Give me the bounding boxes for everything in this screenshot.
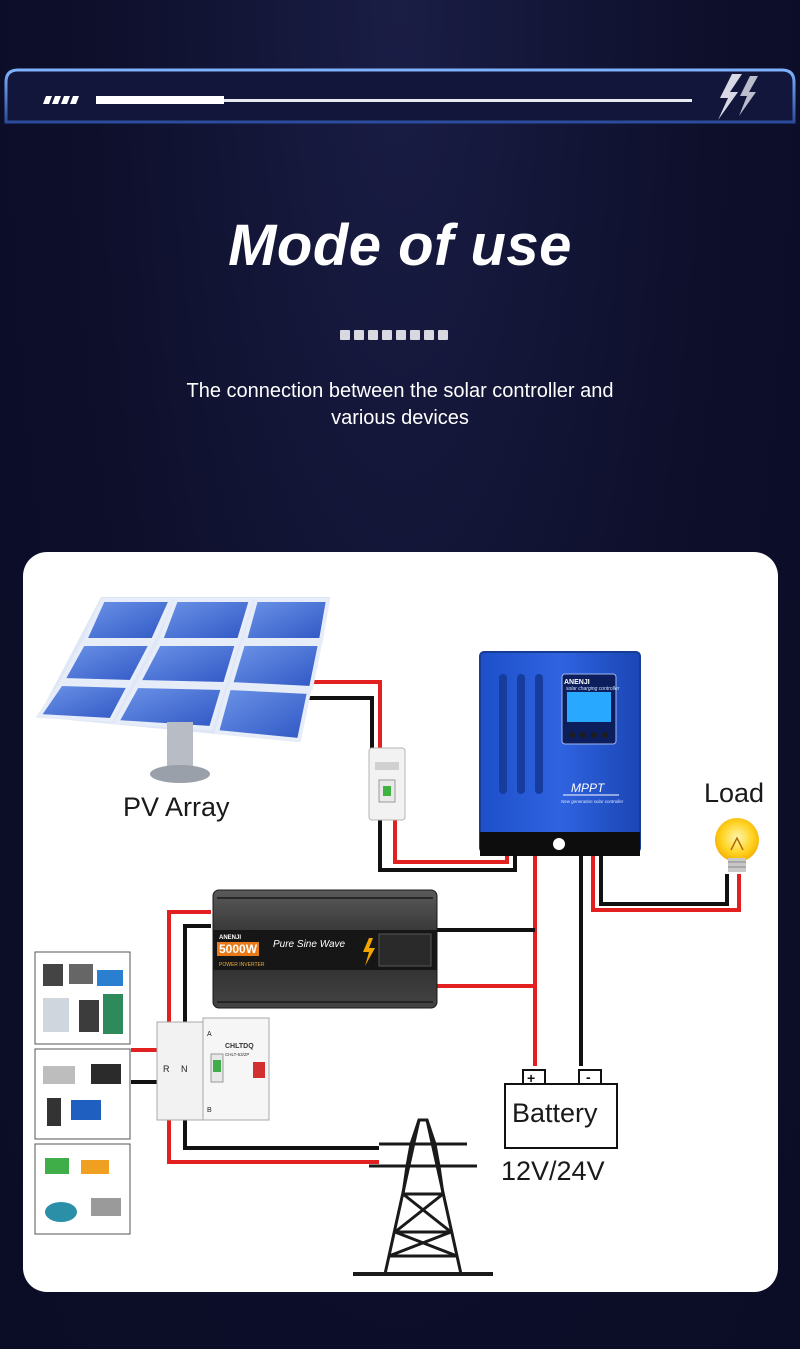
- load-label: Load: [704, 778, 765, 808]
- appliance-group-tools: [34, 1143, 131, 1235]
- power-tower-icon: [353, 1118, 493, 1276]
- battery-negative-label: -: [586, 1069, 591, 1085]
- automatic-transfer-switch: R N A B CHLTDQ CHLT-63/2P: [156, 1017, 270, 1121]
- battery-positive-label: +: [527, 1070, 535, 1086]
- page-title: Mode of use: [228, 213, 572, 278]
- battery: + -: [504, 1069, 618, 1149]
- connection-diagram: ANENJI solar charging controller MPPT Ne…: [34, 597, 759, 1276]
- battery-label: Battery: [512, 1098, 598, 1128]
- subtitle-line-2: various devices: [331, 407, 469, 429]
- switch-brand: CHLTDQ: [225, 1043, 254, 1050]
- page-subtitle: The connection between the solar control…: [150, 378, 650, 432]
- solar-panel-icon: [35, 597, 331, 783]
- appliance-group-kitchen: [34, 951, 131, 1045]
- controller-subcaption: New generation solar controller: [561, 799, 624, 804]
- switch-a-label: A: [207, 1031, 212, 1038]
- switch-b-label: B: [207, 1107, 212, 1114]
- switch-right-tag: N: [181, 1064, 188, 1074]
- inverter-brand: ANENJI: [219, 935, 241, 941]
- controller-caption: solar charging controller: [566, 686, 620, 692]
- circuit-breaker: [368, 747, 406, 821]
- mppt-controller: ANENJI solar charging controller MPPT Ne…: [479, 651, 641, 856]
- title-divider-dots: [340, 330, 462, 342]
- appliance-group-office: [34, 1048, 131, 1140]
- inverter-caption: POWER INVERTER: [219, 962, 265, 968]
- header-decor-bar: [4, 68, 796, 124]
- pure-sine-wave-inverter: 5000W ANENJI Pure Sine Wave POWER INVERT…: [212, 889, 438, 1009]
- pv-array-label: PV Array: [123, 792, 230, 822]
- switch-left-tag: R: [163, 1064, 170, 1074]
- light-bulb-icon: [715, 818, 759, 872]
- switch-model: CHLT-63/2P: [225, 1052, 249, 1057]
- subtitle-line-1: The connection between the solar control…: [186, 380, 614, 402]
- battery-voltage-label: 12V/24V: [501, 1156, 605, 1186]
- controller-brand: ANENJI: [564, 679, 590, 686]
- connection-diagram-card: ANENJI solar charging controller MPPT Ne…: [23, 552, 778, 1292]
- controller-model: MPPT: [571, 781, 606, 795]
- inverter-title: Pure Sine Wave: [273, 939, 346, 950]
- inverter-power: 5000W: [219, 942, 258, 956]
- lightning-icon: [718, 74, 758, 120]
